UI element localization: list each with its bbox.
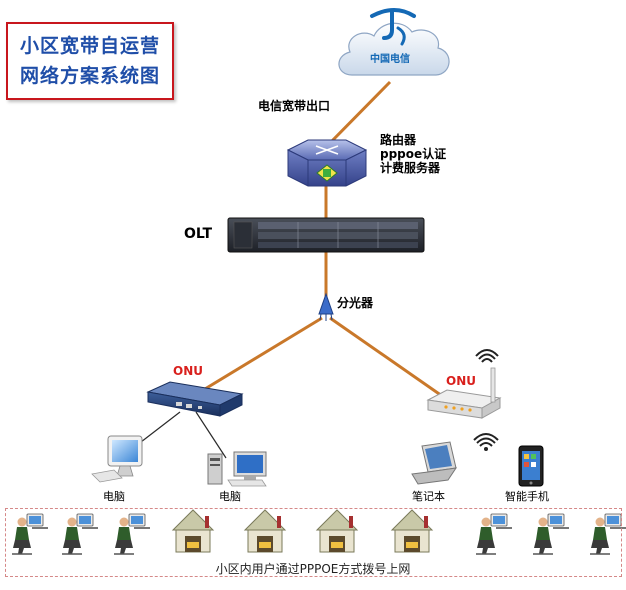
smartphone-label: 智能手机	[505, 490, 549, 503]
pc1-label: 电脑	[103, 490, 125, 503]
title-line-1: 小区宽带自运营	[19, 35, 160, 57]
onu-right-label: ONU	[446, 374, 476, 388]
onu-right-icon	[426, 367, 502, 419]
fiber-splitter-onu-left	[199, 316, 323, 394]
smartphone-icon	[518, 445, 544, 487]
onu-left-label: ONU	[173, 364, 203, 378]
desktop-computer-icon	[207, 451, 267, 487]
router-icon	[286, 139, 368, 187]
residential-users-group	[5, 508, 622, 577]
router-label-line3: 计费服务器	[380, 161, 441, 175]
title-line-2: 网络方案系统图	[19, 65, 160, 87]
olt-label: OLT	[184, 226, 213, 242]
telecom-logo-text: 中国电信	[370, 54, 410, 65]
laptop-label: 笔记本	[412, 490, 445, 503]
onu-left-icon	[146, 381, 244, 417]
router-label-line2: pppoe认证	[380, 147, 447, 161]
diagram-title: 小区宽带自运营 网络方案系统图	[6, 22, 174, 100]
residential-users-caption: 小区内用户通过PPPOE方式拨号上网	[215, 562, 411, 576]
cloud-icon	[338, 22, 450, 76]
fiber-splitter-onu-right	[329, 316, 446, 400]
splitter-label: 分光器	[337, 296, 374, 310]
olt-icon	[227, 217, 425, 253]
cable-onu-pc2	[195, 411, 227, 459]
wifi-signal-icon	[473, 433, 499, 451]
laptop-icon	[411, 441, 458, 485]
desktop-computer-icon	[91, 435, 143, 483]
router-label: 路由器 pppoe认证 计费服务器	[380, 133, 446, 175]
fiber-cloud-router	[326, 80, 392, 147]
router-label-line1: 路由器	[380, 133, 417, 147]
egress-label: 电信宽带出口	[258, 99, 331, 113]
pc2-label: 电脑	[219, 490, 241, 503]
telecom-logo-icon	[370, 8, 416, 46]
splitter-icon	[318, 292, 334, 321]
wifi-signal-icon	[475, 349, 499, 363]
